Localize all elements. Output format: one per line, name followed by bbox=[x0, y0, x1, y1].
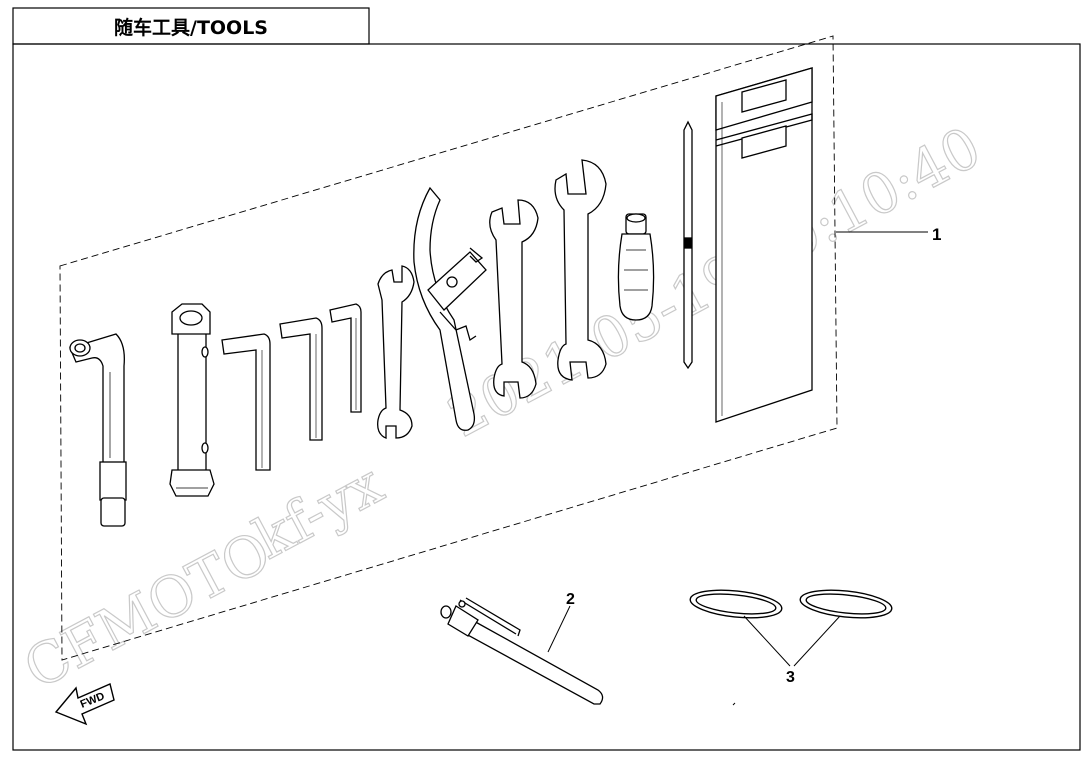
watermark: CFMOTO kf-yx 2021-05-19 09:10:40 bbox=[13, 114, 992, 703]
screwdriver-handle bbox=[617, 213, 655, 321]
tire-pressure-gauge bbox=[440, 597, 604, 705]
hex-key-medium bbox=[279, 317, 323, 441]
tool-kit-boundary bbox=[59, 35, 838, 661]
diagram-border bbox=[12, 43, 1081, 751]
box-spanner bbox=[169, 303, 215, 497]
callout-3-label: 3 bbox=[786, 669, 795, 686]
page-title: 随车工具/TOOLS bbox=[114, 16, 268, 39]
title-box-border bbox=[12, 7, 370, 45]
fwd-arrow-icon: FWD bbox=[54, 683, 115, 726]
l-socket-wrench bbox=[69, 333, 127, 527]
hex-key-large bbox=[221, 333, 271, 471]
callout-2: 2 bbox=[547, 591, 575, 653]
screwdriver-bit bbox=[683, 120, 693, 370]
watermark-brand: CFMOTO bbox=[14, 519, 281, 702]
callout-1: 1 bbox=[836, 225, 941, 244]
callout-2-label: 2 bbox=[566, 591, 575, 608]
open-end-wrench-large bbox=[554, 159, 607, 381]
rubber-bands bbox=[689, 589, 893, 619]
stray-mark bbox=[732, 702, 736, 706]
open-end-wrench-small bbox=[377, 265, 415, 439]
tool-bag bbox=[715, 67, 813, 423]
callout-1-label: 1 bbox=[932, 225, 941, 244]
callout-3: 3 bbox=[743, 615, 841, 686]
hook-spanner bbox=[413, 186, 487, 431]
hex-key-small bbox=[329, 303, 362, 413]
open-end-wrench-medium bbox=[489, 199, 539, 399]
